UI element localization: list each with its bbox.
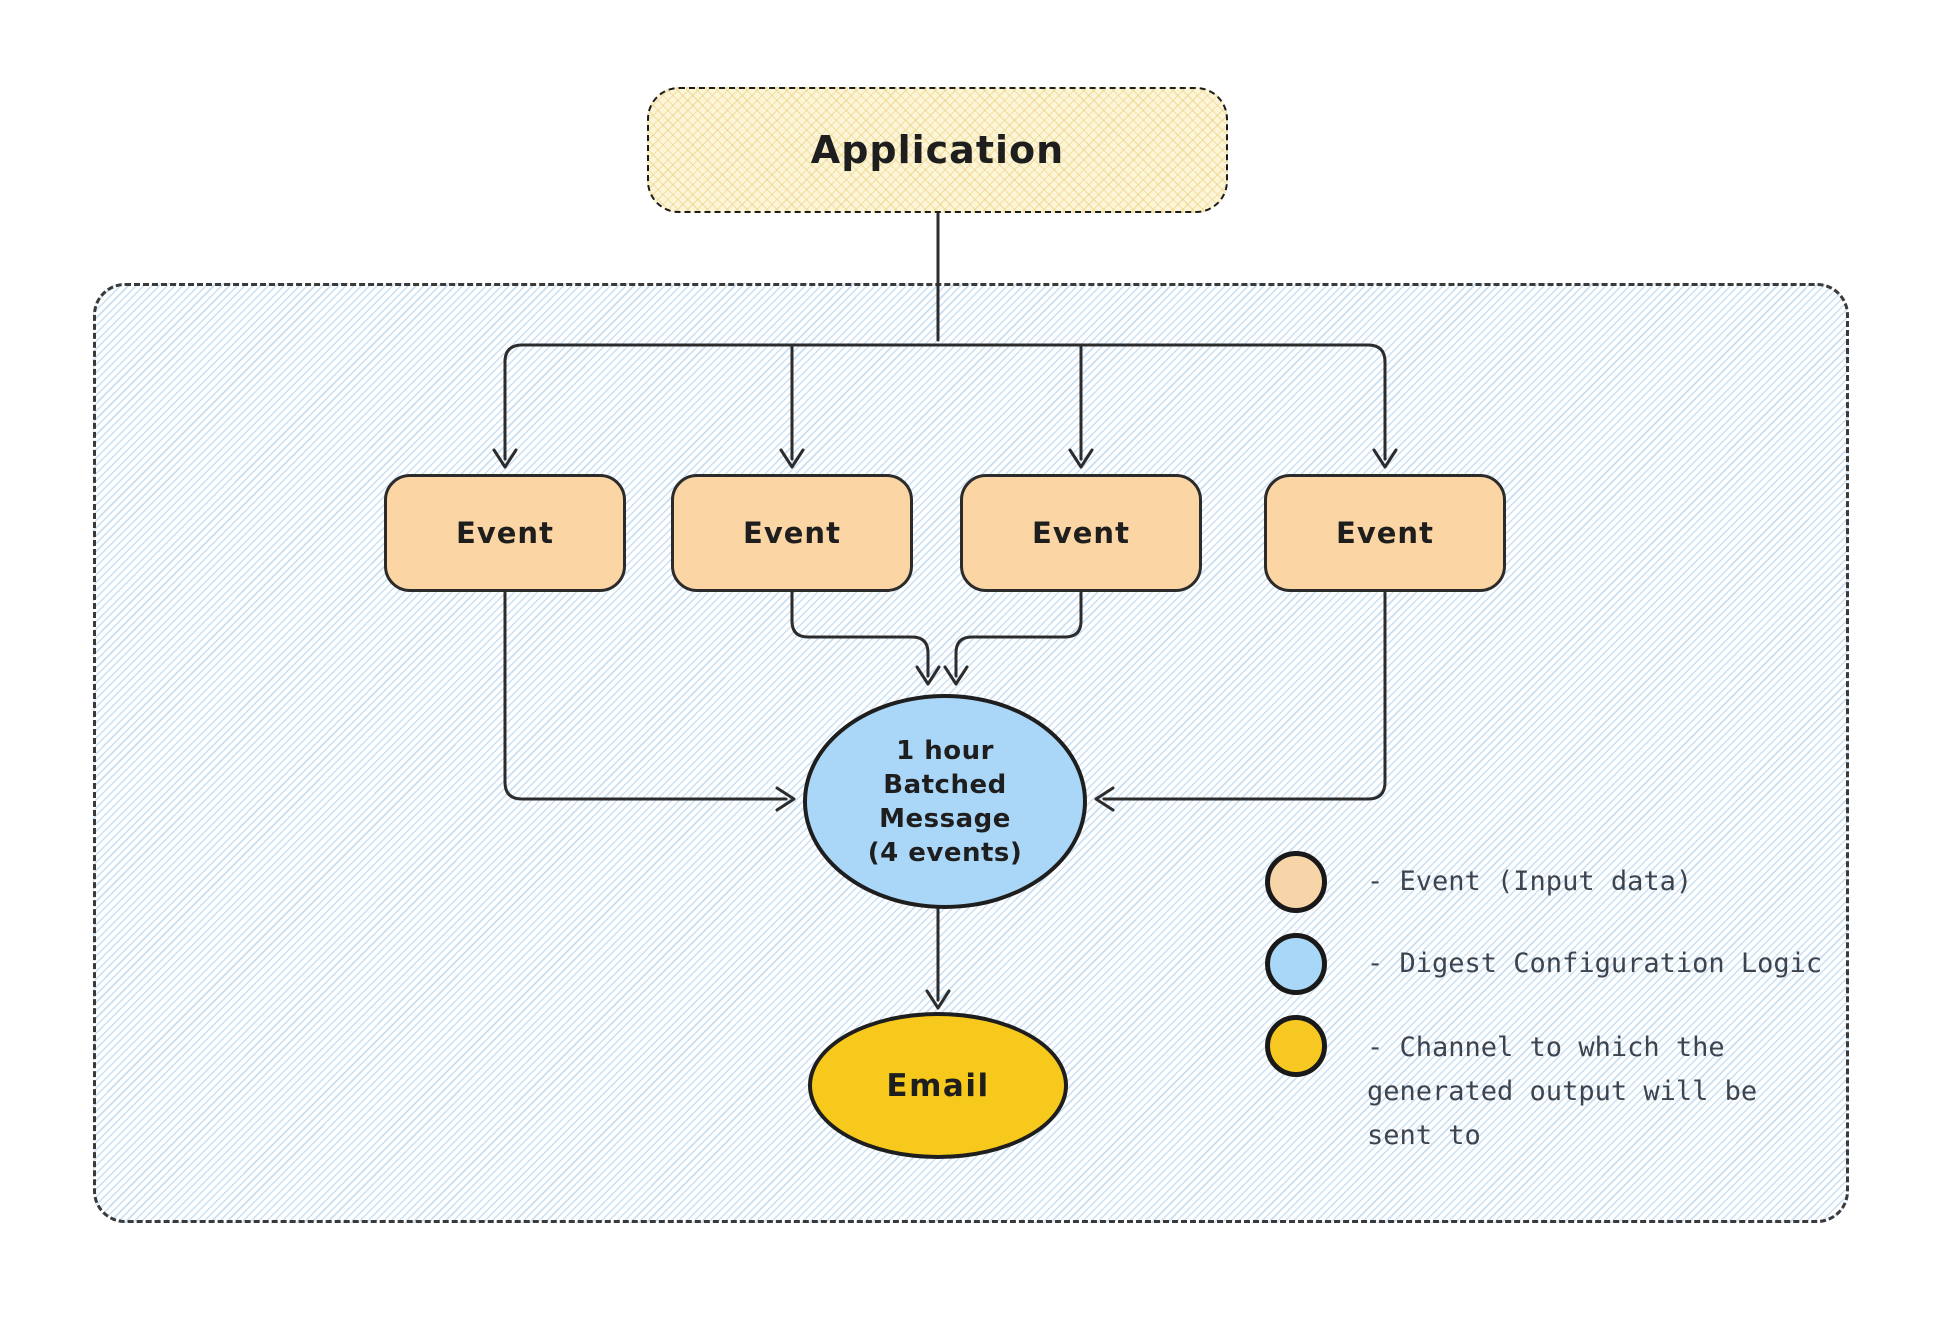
legend-item-channel: - Channel to which the generated output … bbox=[1265, 1015, 1757, 1158]
legend-item-event: - Event (Input data) bbox=[1265, 851, 1692, 913]
event-node-4: Event bbox=[1264, 474, 1506, 592]
event-node-1: Event bbox=[384, 474, 626, 592]
event-swatch-icon bbox=[1265, 851, 1327, 913]
event-label-4: Event bbox=[1336, 516, 1434, 550]
digest-node: 1 hour Batched Message (4 events) bbox=[803, 694, 1087, 909]
channel-swatch-icon bbox=[1265, 1015, 1327, 1077]
event-label-2: Event bbox=[743, 516, 841, 550]
digest-swatch-icon bbox=[1265, 933, 1327, 995]
digest-label: 1 hour Batched Message (4 events) bbox=[867, 735, 1023, 868]
legend-label-digest: - Digest Configuration Logic bbox=[1367, 948, 1823, 979]
application-node: Application bbox=[647, 87, 1228, 213]
event-label-1: Event bbox=[456, 516, 554, 550]
email-channel-node: Email bbox=[808, 1012, 1068, 1159]
event-label-3: Event bbox=[1032, 516, 1130, 550]
event-node-3: Event bbox=[960, 474, 1202, 592]
legend-item-digest: - Digest Configuration Logic bbox=[1265, 933, 1822, 995]
legend-label-event: - Event (Input data) bbox=[1367, 866, 1693, 897]
application-label: Application bbox=[810, 128, 1065, 172]
legend-label-channel: - Channel to which the generated output … bbox=[1367, 1032, 1758, 1151]
email-label: Email bbox=[886, 1067, 990, 1104]
event-node-2: Event bbox=[671, 474, 913, 592]
